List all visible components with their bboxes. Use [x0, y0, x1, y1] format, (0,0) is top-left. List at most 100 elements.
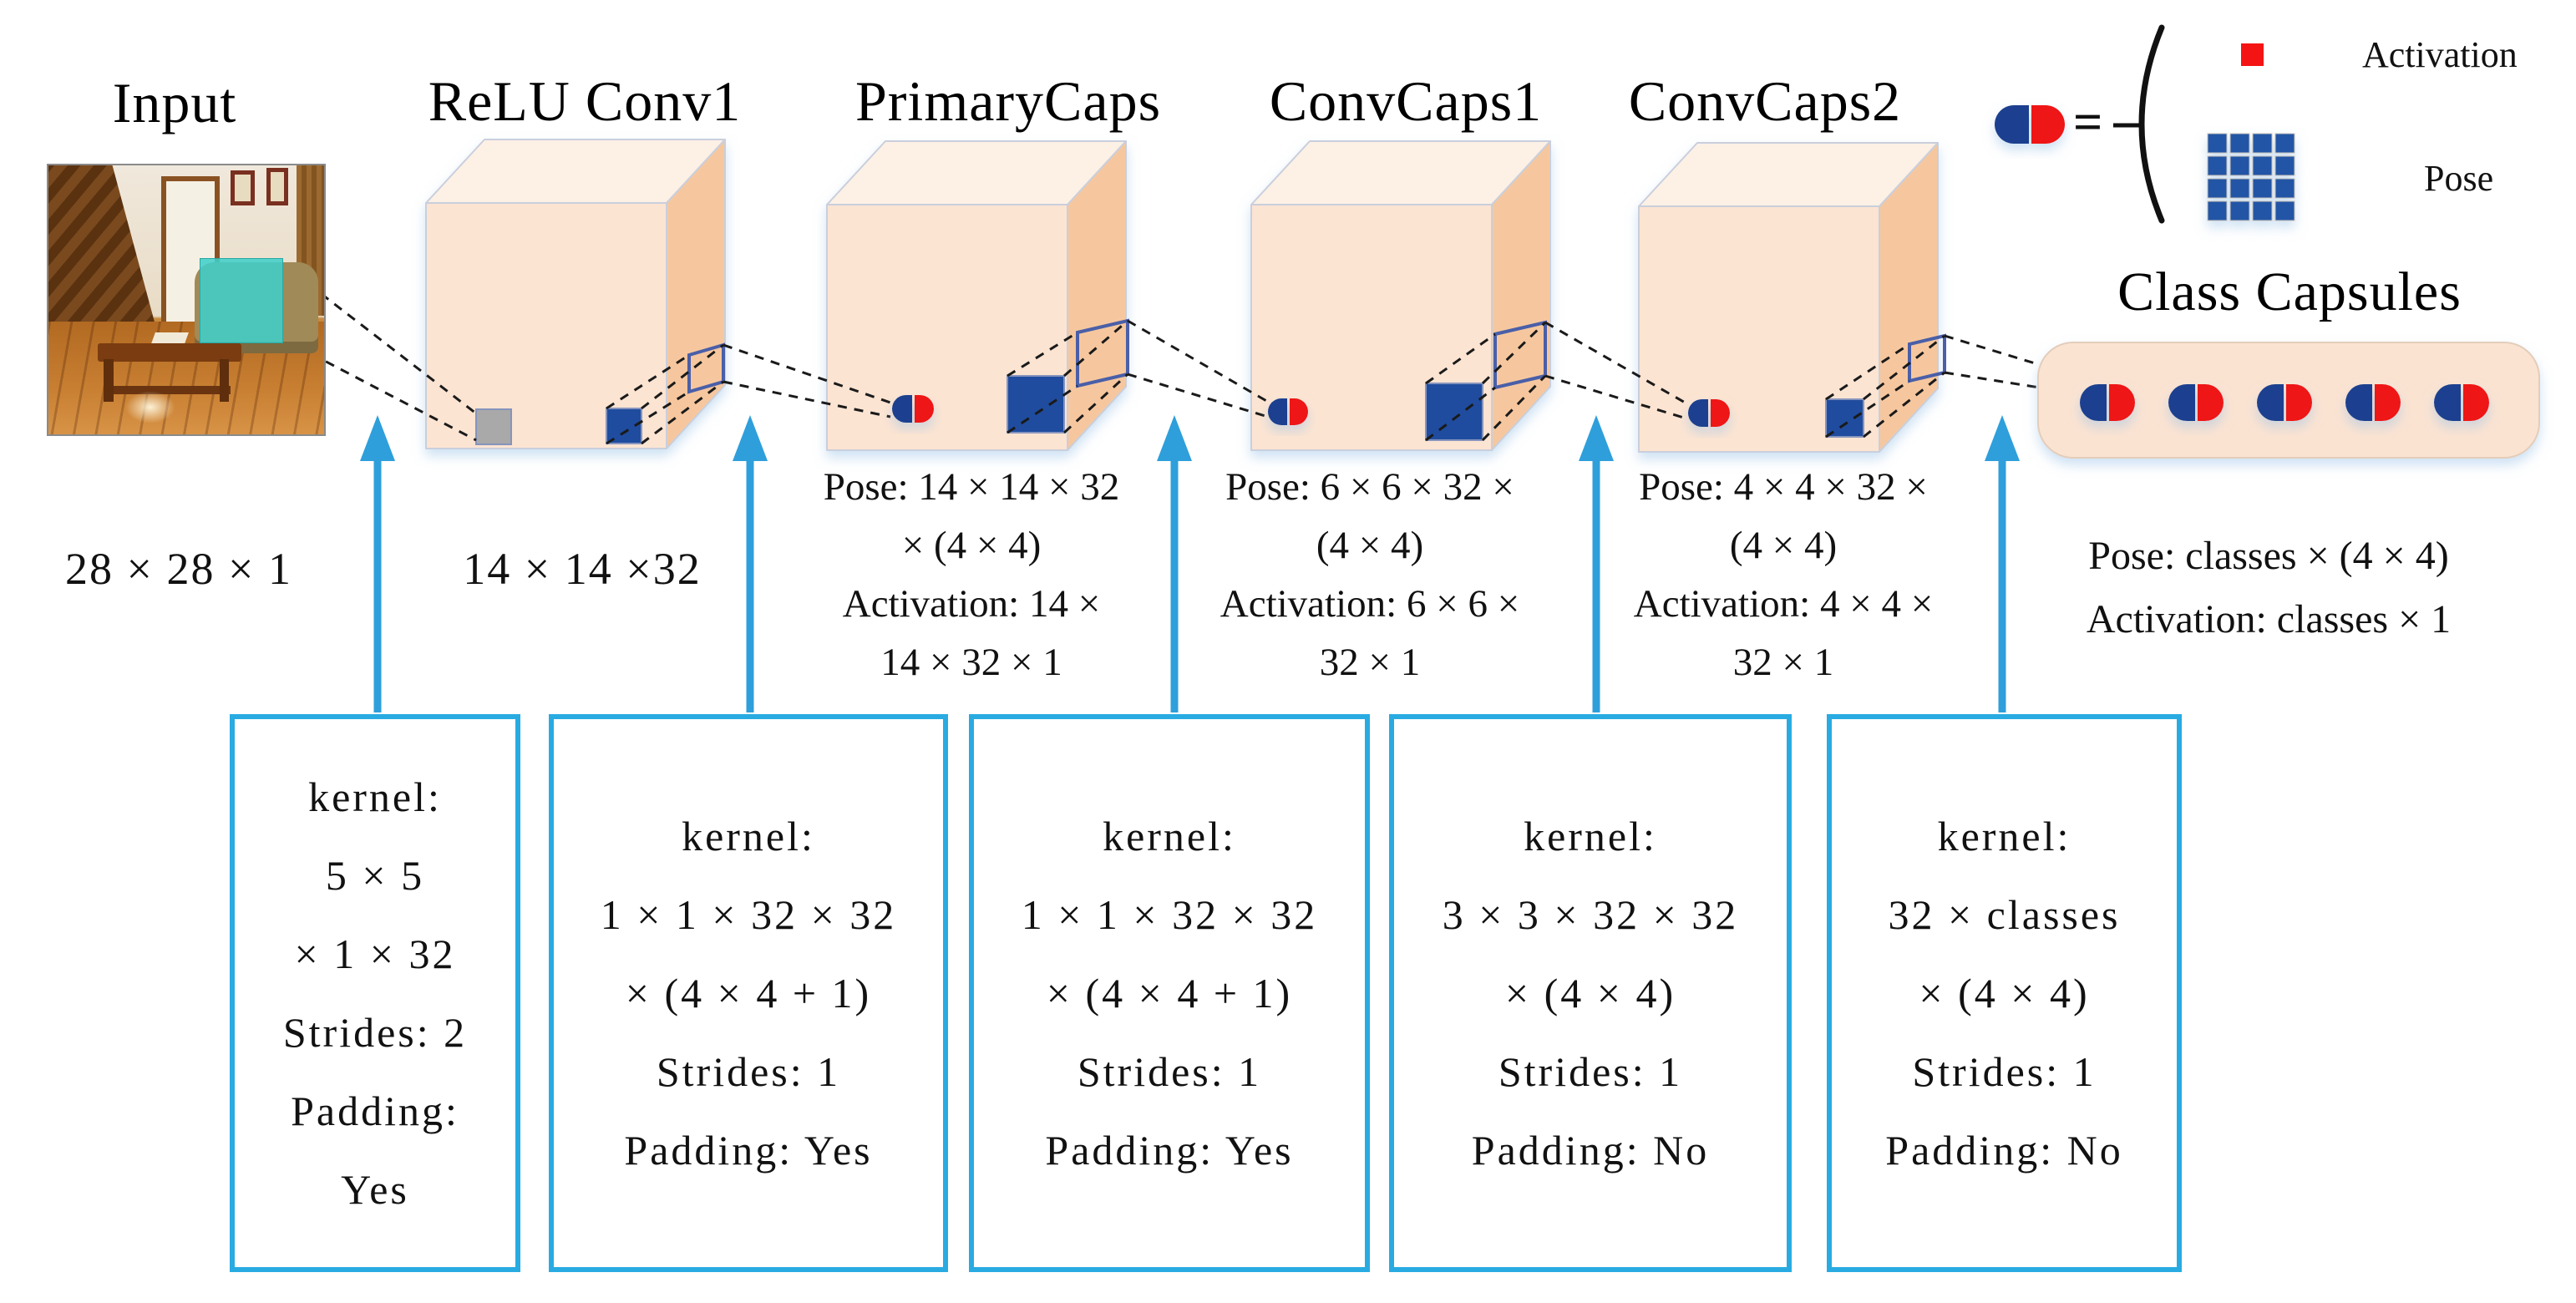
- text-line: Strides: 1: [1498, 1048, 1683, 1095]
- legend-equals: =: [2073, 94, 2103, 151]
- cube-primarycaps: [826, 140, 1127, 451]
- dashed-projection-line: [1481, 321, 1547, 385]
- kernel-square: [1425, 383, 1483, 441]
- dashed-projection-line: [723, 343, 891, 404]
- text-line: Pose: 14 × 14 × 32: [823, 465, 1120, 509]
- text-line: Strides: 1: [1912, 1048, 2097, 1095]
- dashed-projection-line: [1544, 321, 1687, 405]
- dashed-projection-line: [1062, 373, 1129, 434]
- dashed-projection-line: [1944, 371, 2082, 396]
- text-line: Yes: [341, 1166, 409, 1213]
- text-line: 1 × 1 × 32 × 32: [1021, 891, 1318, 938]
- text-line: Padding: Yes: [624, 1127, 873, 1174]
- activation-square-icon: [2241, 43, 2264, 66]
- title-primarycaps: PrimaryCaps: [854, 69, 1162, 133]
- dashed-projection-line: [1127, 319, 1269, 403]
- upward-arrow: [1985, 415, 2020, 712]
- text-line: (4 × 4): [1729, 524, 1838, 567]
- text-line: Strides: 2: [282, 1009, 468, 1056]
- class-capsule-icon: [2257, 384, 2312, 421]
- title-input: Input: [112, 71, 237, 134]
- legend-pose-label: Pose: [2424, 158, 2494, 199]
- text-line: × (4 × 4 + 1): [625, 970, 872, 1017]
- title-convcaps2: ConvCaps2: [1628, 69, 1902, 133]
- dashed-projection-line: [1007, 384, 1078, 434]
- text-line: (4 × 4): [1316, 524, 1424, 567]
- photo-table-shelf: [109, 386, 231, 394]
- dashed-projection-line: [1007, 331, 1078, 378]
- legend-brace: [2138, 24, 2165, 224]
- dashed-projection-line: [641, 343, 724, 410]
- photo-staircase: [48, 165, 159, 338]
- text-line: Pose: classes × (4 × 4): [2088, 534, 2449, 578]
- text-line: Pose: 4 × 4 × 32 ×: [1639, 465, 1928, 509]
- dashed-projection-line: [1544, 374, 1687, 420]
- text-line: 32 × 1: [1319, 641, 1421, 684]
- legend-activation-label: Activation: [2362, 34, 2518, 75]
- text-line: × (4 × 4): [901, 524, 1042, 567]
- title-convcaps1: ConvCaps1: [1269, 69, 1543, 133]
- pose-matrix-icon: [2207, 133, 2295, 221]
- text-line: Padding: No: [1471, 1127, 1710, 1174]
- text-line: 14 × 32 × 1: [880, 641, 1062, 684]
- text-line: × (4 × 4): [1919, 970, 2090, 1017]
- receptive-patch-highlight: [199, 258, 283, 343]
- photo-table-leg: [219, 358, 230, 403]
- text-line: kernel:: [1103, 813, 1236, 859]
- output-convcaps1: Pose: 6 × 6 × 32 × (4 × 4) Activation: 6 ×…: [1136, 458, 1604, 692]
- dashed-projection-line: [723, 380, 891, 418]
- dashed-projection-line: [1425, 386, 1496, 442]
- photo-picture-frame: [230, 170, 256, 206]
- dashed-projection-line: [1481, 374, 1547, 442]
- cube-relu-conv1: [425, 139, 726, 449]
- kernel-square: [1825, 398, 1864, 438]
- dashed-projection-line: [1863, 334, 1945, 401]
- kernel-box-primarycaps: kernel:1 × 1 × 32 × 32× (4 × 4 + 1)Strid…: [549, 714, 948, 1272]
- text-line: Activation: 14 ×: [842, 582, 1101, 626]
- text-line: 3 × 3 × 32 × 32: [1442, 891, 1739, 938]
- class-capsule-icon: [2434, 384, 2489, 421]
- dashed-projection-line: [1425, 332, 1496, 385]
- text-line: kernel:: [308, 773, 442, 820]
- text-line: Activation: 6 × 6 ×: [1220, 582, 1520, 626]
- upward-arrow: [733, 415, 768, 712]
- text-line: Strides: 1: [1077, 1048, 1262, 1095]
- upward-arrow: [1157, 415, 1192, 712]
- legend-capsule-icon: [1995, 105, 2065, 144]
- photo-table-leg: [104, 358, 114, 403]
- class-capsule-icon: [2080, 384, 2135, 421]
- capsule-icon: [1268, 398, 1308, 425]
- text-line: × (4 × 4 + 1): [1046, 970, 1293, 1017]
- output-convcaps2: Pose: 4 × 4 × 32 × (4 × 4) Activation: 4 ×…: [1549, 458, 2017, 692]
- upward-arrow: [1579, 415, 1614, 712]
- input-window-square: [475, 408, 512, 445]
- input-photo: [47, 164, 326, 436]
- upward-arrow: [360, 415, 395, 712]
- photo-floor-glare: [125, 391, 175, 424]
- text-line: × (4 × 4): [1504, 970, 1676, 1017]
- text-line: 32 × 1: [1732, 641, 1834, 684]
- photo-picture-frame: [266, 168, 289, 206]
- text-line: Activation: 4 × 4 ×: [1633, 582, 1934, 626]
- dashed-projection-line: [1825, 379, 1910, 439]
- dashed-projection-line: [641, 380, 724, 445]
- dashed-projection-line: [1863, 371, 1945, 439]
- capsule-icon: [892, 395, 934, 423]
- kernel-box-convcaps2: kernel:3 × 3 × 32 × 32× (4 × 4)Strides: …: [1389, 714, 1792, 1272]
- text-line: Activation: classes × 1: [2086, 597, 2452, 641]
- text-line: Padding:: [291, 1088, 459, 1134]
- text-line: 1 × 1 × 32 × 32: [600, 891, 897, 938]
- text-line: kernel:: [682, 813, 815, 859]
- output-primarycaps: Pose: 14 × 14 × 32 × (4 × 4) Activation: 1…: [738, 458, 1205, 692]
- text-line: Padding: No: [1885, 1127, 2123, 1174]
- kernel-box-convcaps1: kernel: 1 × 1 × 32 × 32 × (4 × 4 + 1) Strid…: [969, 714, 1370, 1272]
- text-line: × 1 × 32: [294, 930, 456, 977]
- text-line: Pose: 6 × 6 × 32 ×: [1225, 465, 1514, 509]
- text-line: 32 × classes: [1888, 891, 2121, 938]
- dashed-projection-line: [1063, 319, 1128, 378]
- kernel-square: [1007, 375, 1065, 433]
